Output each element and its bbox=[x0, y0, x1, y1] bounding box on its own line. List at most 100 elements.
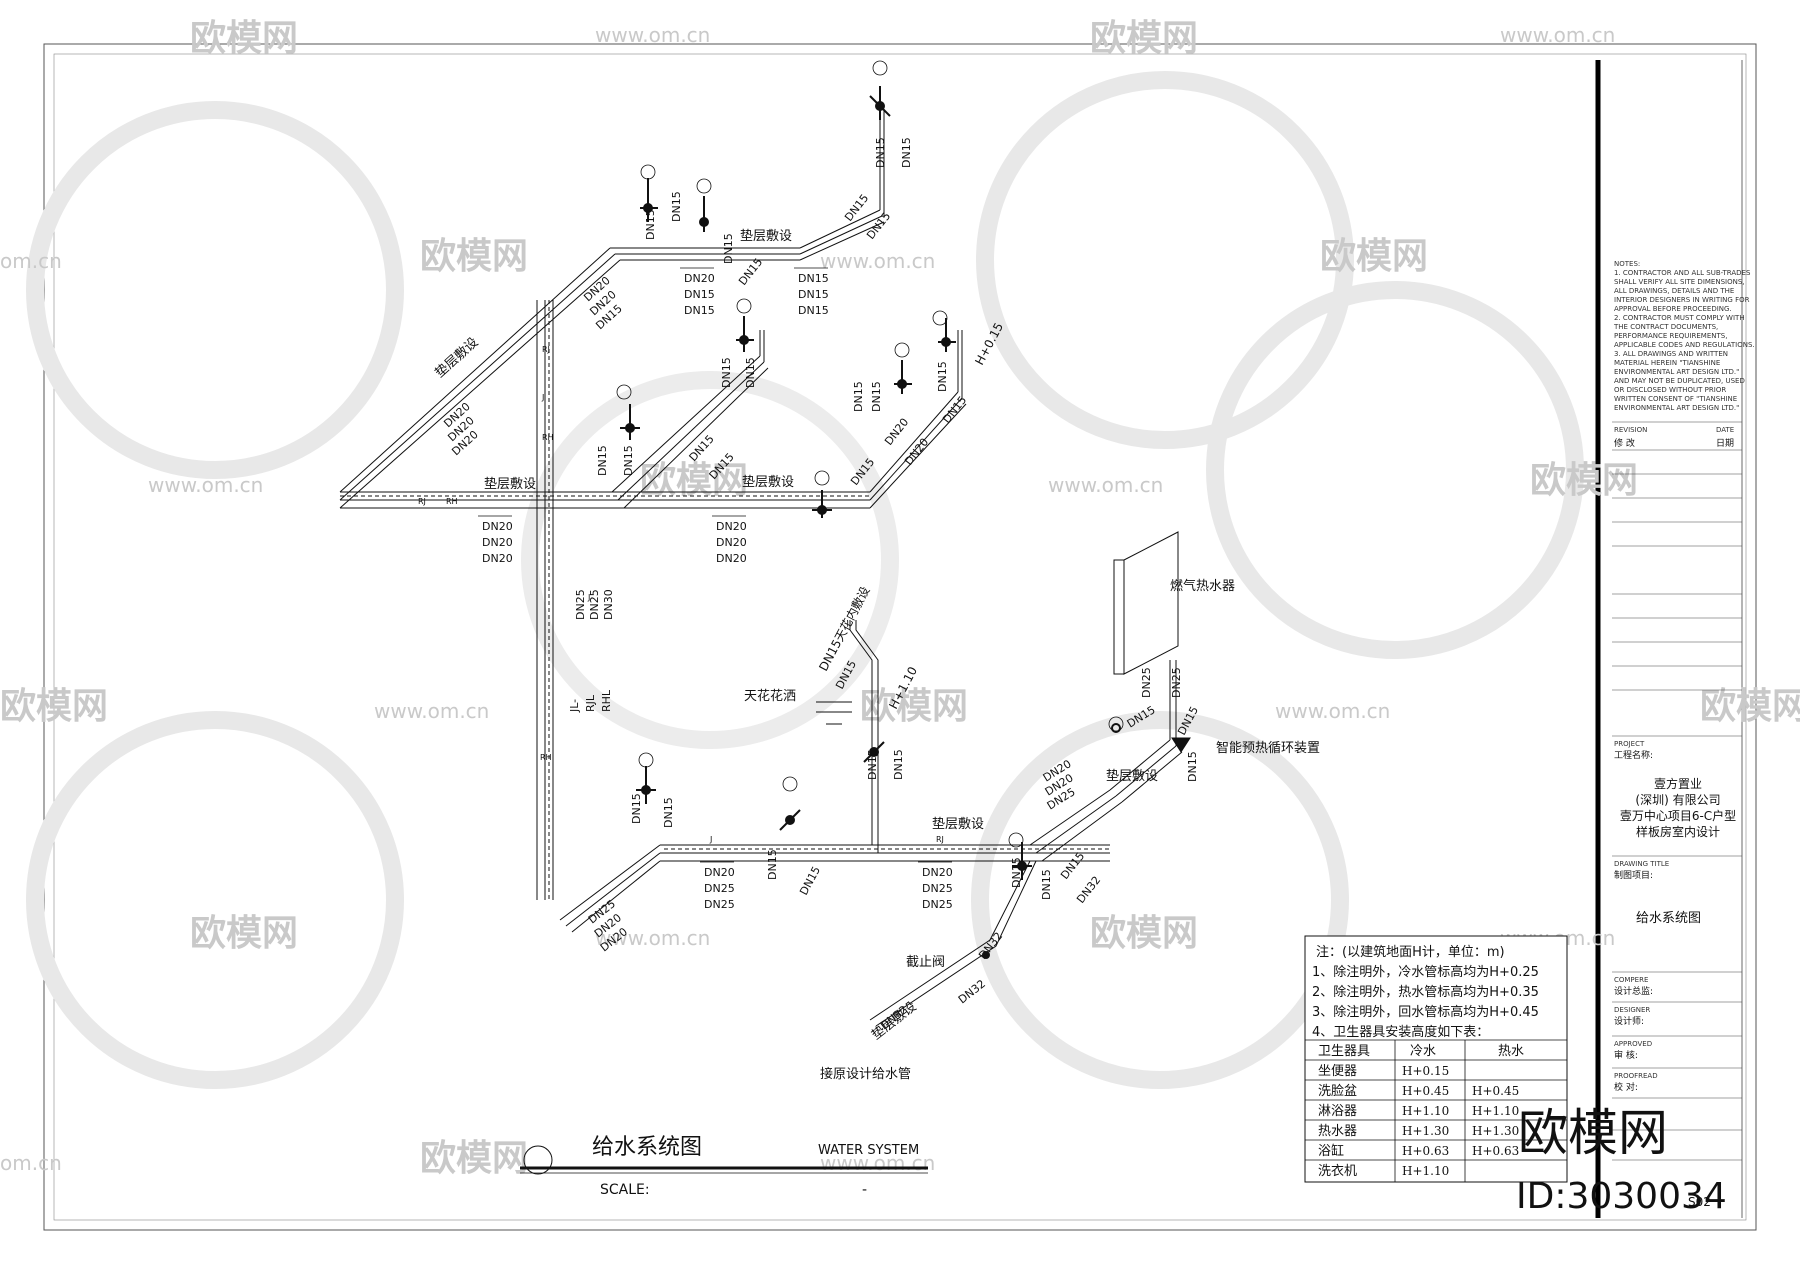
svg-text:ENVIRONMENTAL ART DESIGN LTD.": ENVIRONMENTAL ART DESIGN LTD." bbox=[1614, 404, 1739, 412]
svg-text:APPROVED: APPROVED bbox=[1614, 1040, 1652, 1048]
svg-text:RHL: RHL bbox=[600, 689, 613, 712]
svg-text:欧模网: 欧模网 bbox=[640, 460, 748, 501]
svg-text:DN25: DN25 bbox=[704, 882, 735, 895]
svg-text:DRAWING TITLE: DRAWING TITLE bbox=[1614, 860, 1669, 868]
drawing-title: 给水系统图 bbox=[592, 1135, 702, 1160]
svg-text:欧模网: 欧模网 bbox=[1530, 460, 1638, 501]
svg-text:DN32: DN32 bbox=[956, 977, 988, 1006]
svg-text:APPLICABLE CODES AND REGULATIO: APPLICABLE CODES AND REGULATIONS. bbox=[1614, 341, 1755, 349]
svg-text:欧模网: 欧模网 bbox=[1090, 18, 1198, 59]
svg-text:www.om.cn: www.om.cn bbox=[1275, 699, 1390, 723]
fixture-valve bbox=[640, 164, 658, 222]
far-riser bbox=[879, 110, 885, 216]
svg-text:DN15: DN15 bbox=[644, 209, 657, 240]
svg-text:DN15: DN15 bbox=[798, 288, 829, 301]
svg-text:洗脸盆: 洗脸盆 bbox=[1318, 1084, 1357, 1099]
svg-text:2. CONTRACTOR MUST COMPLY WITH: 2. CONTRACTOR MUST COMPLY WITH bbox=[1614, 314, 1745, 322]
svg-text:H+1.30: H+1.30 bbox=[1402, 1124, 1449, 1138]
project-name: 壹万中心项目6-C户型 bbox=[1620, 808, 1736, 823]
riser-labels: JL- RJL RHL J RJ RH J RJ RH J RJ RH bbox=[418, 345, 944, 844]
project-name: 壹方置业 bbox=[1654, 776, 1702, 791]
svg-text:www.om.cn: www.om.cn bbox=[595, 926, 710, 950]
svg-text:欧模网: 欧模网 bbox=[1700, 686, 1800, 727]
inner-frame bbox=[53, 53, 1747, 1221]
fixture-valve bbox=[894, 342, 912, 394]
note-line: 4、卫生器具安装高度如下表： bbox=[1312, 1024, 1489, 1040]
svg-text:DN15: DN15 bbox=[864, 210, 893, 242]
svg-text:DESIGNER: DESIGNER bbox=[1614, 1006, 1650, 1014]
pipe-size-stack: DN20 DN15 DN15 bbox=[680, 267, 715, 317]
piping bbox=[339, 110, 1183, 1027]
svg-text:DN25: DN25 bbox=[1170, 667, 1183, 698]
drawing-title-en: WATER SYSTEM bbox=[818, 1143, 919, 1158]
title-block: NOTES: 1. CONTRACTOR AND ALL SUB-TRADES … bbox=[1612, 260, 1755, 1209]
svg-text:设计师:: 设计师: bbox=[1614, 1015, 1644, 1027]
svg-text:欧模网: 欧模网 bbox=[1320, 236, 1428, 277]
svg-text:ENVIRONMENTAL ART DESIGN LTD.": ENVIRONMENTAL ART DESIGN LTD." bbox=[1614, 368, 1739, 376]
svg-text:DN20: DN20 bbox=[482, 536, 513, 549]
fixture-valve bbox=[736, 298, 754, 352]
top-diagonal bbox=[799, 209, 885, 261]
svg-text:DN20: DN20 bbox=[482, 520, 513, 533]
svg-text:DN15: DN15 bbox=[798, 304, 829, 317]
brand-watermark: 欧模网 ID:3030034 bbox=[1516, 1104, 1727, 1217]
lower-right-diagonal bbox=[1029, 789, 1123, 862]
fixtures bbox=[616, 60, 1191, 959]
svg-text:DN25: DN25 bbox=[922, 898, 953, 911]
svg-text:H+1.30: H+1.30 bbox=[1472, 1124, 1519, 1138]
fixture-valve bbox=[812, 470, 832, 518]
svg-text:H+1.10: H+1.10 bbox=[1402, 1104, 1449, 1118]
svg-text:www.om.cn: www.om.cn bbox=[148, 473, 263, 497]
fixture-valve bbox=[636, 752, 656, 804]
drawing-title-block: 给水系统图 WATER SYSTEM SCALE: - bbox=[520, 1135, 928, 1198]
svg-text:3. ALL DRAWINGS AND WRITTEN: 3. ALL DRAWINGS AND WRITTEN bbox=[1614, 350, 1728, 358]
svg-text:洗衣机: 洗衣机 bbox=[1318, 1163, 1357, 1179]
svg-text:MATERIAL HEREIN "TIANSHINE: MATERIAL HEREIN "TIANSHINE bbox=[1614, 359, 1720, 367]
label-cushion: 垫层敷设 bbox=[1106, 768, 1158, 784]
svg-text:J: J bbox=[709, 835, 712, 844]
svg-text:DN25: DN25 bbox=[922, 882, 953, 895]
pipe-size-stack: DN20 DN25 DN25 bbox=[700, 861, 735, 911]
pipe-size-stack: DN20 DN25 DN25 bbox=[918, 861, 953, 911]
svg-text:OR DISCLOSED WITHOUT PRIOR: OR DISCLOSED WITHOUT PRIOR bbox=[1614, 386, 1726, 394]
svg-text:DN32: DN32 bbox=[1074, 874, 1103, 906]
gas-heater bbox=[1113, 531, 1179, 675]
svg-text:RH: RH bbox=[542, 433, 554, 442]
svg-text:DN15: DN15 bbox=[798, 272, 829, 285]
svg-text:RJL: RJL bbox=[584, 694, 597, 712]
svg-text:欧模网: 欧模网 bbox=[1090, 913, 1198, 954]
right-riser bbox=[957, 330, 963, 398]
svg-text:DN15: DN15 bbox=[852, 381, 865, 412]
note-line: 1、除注明外，冷水管标高均为H+0.25 bbox=[1312, 964, 1539, 980]
svg-text:工程名称:: 工程名称: bbox=[1614, 749, 1653, 761]
svg-text:DN25: DN25 bbox=[1140, 667, 1153, 698]
svg-text:DN15: DN15 bbox=[936, 361, 949, 392]
upper-top-h bbox=[610, 247, 800, 261]
fixture-table bbox=[1305, 1039, 1567, 1182]
svg-text:INTERIOR DESIGNERS IN WRITING: INTERIOR DESIGNERS IN WRITING FOR bbox=[1614, 296, 1750, 304]
diagram-labels: 垫层敷设 垫层敷设 垫层敷设 垫层敷设 垫层敷设 垫层敷设 垫层敷设 DN15天… bbox=[432, 228, 1320, 1082]
svg-text:DN15: DN15 bbox=[684, 304, 715, 317]
outer-frame bbox=[43, 43, 1757, 1231]
right-diagonal bbox=[869, 391, 967, 509]
svg-text:H+0.45: H+0.45 bbox=[1472, 1084, 1519, 1098]
svg-text:DN15: DN15 bbox=[866, 749, 879, 780]
svg-text:www.om.cn: www.om.cn bbox=[595, 23, 710, 47]
svg-text:设计总监:: 设计总监: bbox=[1614, 985, 1653, 997]
main-pipe-upper-h bbox=[340, 491, 870, 509]
lower-left-diagonal bbox=[559, 844, 661, 933]
svg-text:DN20: DN20 bbox=[716, 552, 747, 565]
svg-text:www.om.cn: www.om.cn bbox=[1500, 23, 1615, 47]
svg-text:www.om.cn: www.om.cn bbox=[820, 249, 935, 273]
svg-text:NOTES:: NOTES: bbox=[1614, 260, 1640, 268]
pipe-size-stack: DN20 DN20 DN20 bbox=[441, 400, 481, 458]
svg-text:APPROVAL BEFORE PROCEEDING.: APPROVAL BEFORE PROCEEDING. bbox=[1614, 305, 1732, 313]
svg-text:PERFORMANCE REQUIREMENTS,: PERFORMANCE REQUIREMENTS, bbox=[1614, 332, 1727, 340]
fixture-valve bbox=[696, 178, 712, 232]
svg-text:DN15: DN15 bbox=[684, 288, 715, 301]
fixture-valve bbox=[932, 310, 956, 352]
middle-riser bbox=[759, 330, 765, 362]
svg-text:DN15: DN15 bbox=[722, 233, 735, 264]
fixture-valve bbox=[863, 741, 885, 763]
svg-text:DN15: DN15 bbox=[892, 749, 905, 780]
